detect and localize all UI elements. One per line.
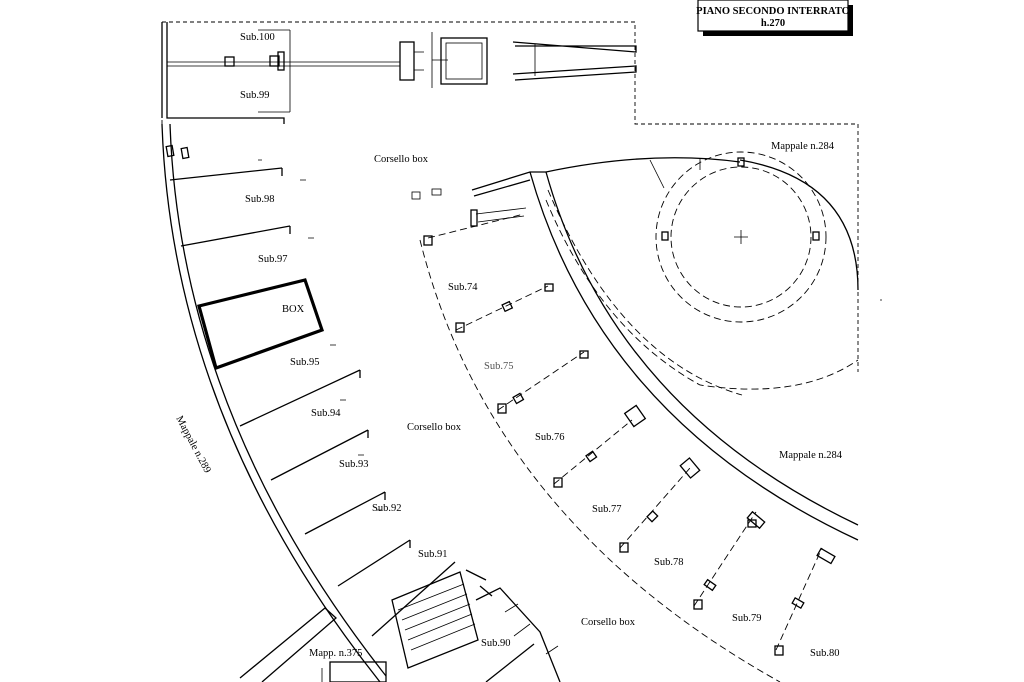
unit-labels: Sub.100 Sub.99 Sub.98 Sub.97 BOX Sub.95 … [173, 32, 842, 659]
label-sub94: Sub.94 [311, 408, 341, 419]
title-line-2: h.270 [761, 18, 785, 29]
staircase [391, 569, 493, 669]
label-sub95: Sub.95 [290, 357, 319, 368]
label-sub78: Sub.78 [654, 557, 683, 568]
label-sub79: Sub.79 [732, 613, 761, 624]
label-sub77: Sub.77 [592, 504, 621, 515]
label-sub92: Sub.92 [372, 503, 401, 514]
right-wing [419, 171, 859, 682]
label-corsello-top: Corsello box [374, 154, 429, 165]
label-sub99: Sub.99 [240, 90, 269, 101]
entrance-area [161, 22, 637, 124]
label-sub75: Sub.75 [484, 361, 513, 372]
label-mappale-left: Mappale n.289 [173, 414, 212, 475]
label-sub80: Sub.80 [810, 648, 839, 659]
title-block: PIANO SECONDO INTERRATO h.270 [696, 0, 853, 36]
left-wing [161, 123, 456, 682]
circular-ramp [545, 151, 859, 396]
label-corsello-bottom: Corsello box [581, 617, 636, 628]
sub90-block [475, 587, 561, 682]
label-mappale-284-right: Mappale n.284 [779, 450, 843, 461]
bottom-left-block [239, 607, 387, 682]
label-mappale-284-top: Mappale n.284 [771, 141, 835, 152]
label-sub97: Sub.97 [258, 254, 287, 265]
small-details [258, 159, 882, 301]
label-mapp-375: Mapp. n.375 [309, 648, 362, 659]
label-sub74: Sub.74 [448, 282, 478, 293]
label-sub100: Sub.100 [240, 32, 275, 43]
label-sub76: Sub.76 [535, 432, 564, 443]
label-sub90: Sub.90 [481, 638, 510, 649]
label-sub98: Sub.98 [245, 194, 274, 205]
label-corsello-mid: Corsello box [407, 422, 462, 433]
label-sub93: Sub.93 [339, 459, 368, 470]
label-box: BOX [282, 304, 305, 315]
label-sub91: Sub.91 [418, 549, 447, 560]
title-line-1: PIANO SECONDO INTERRATO [696, 6, 850, 17]
